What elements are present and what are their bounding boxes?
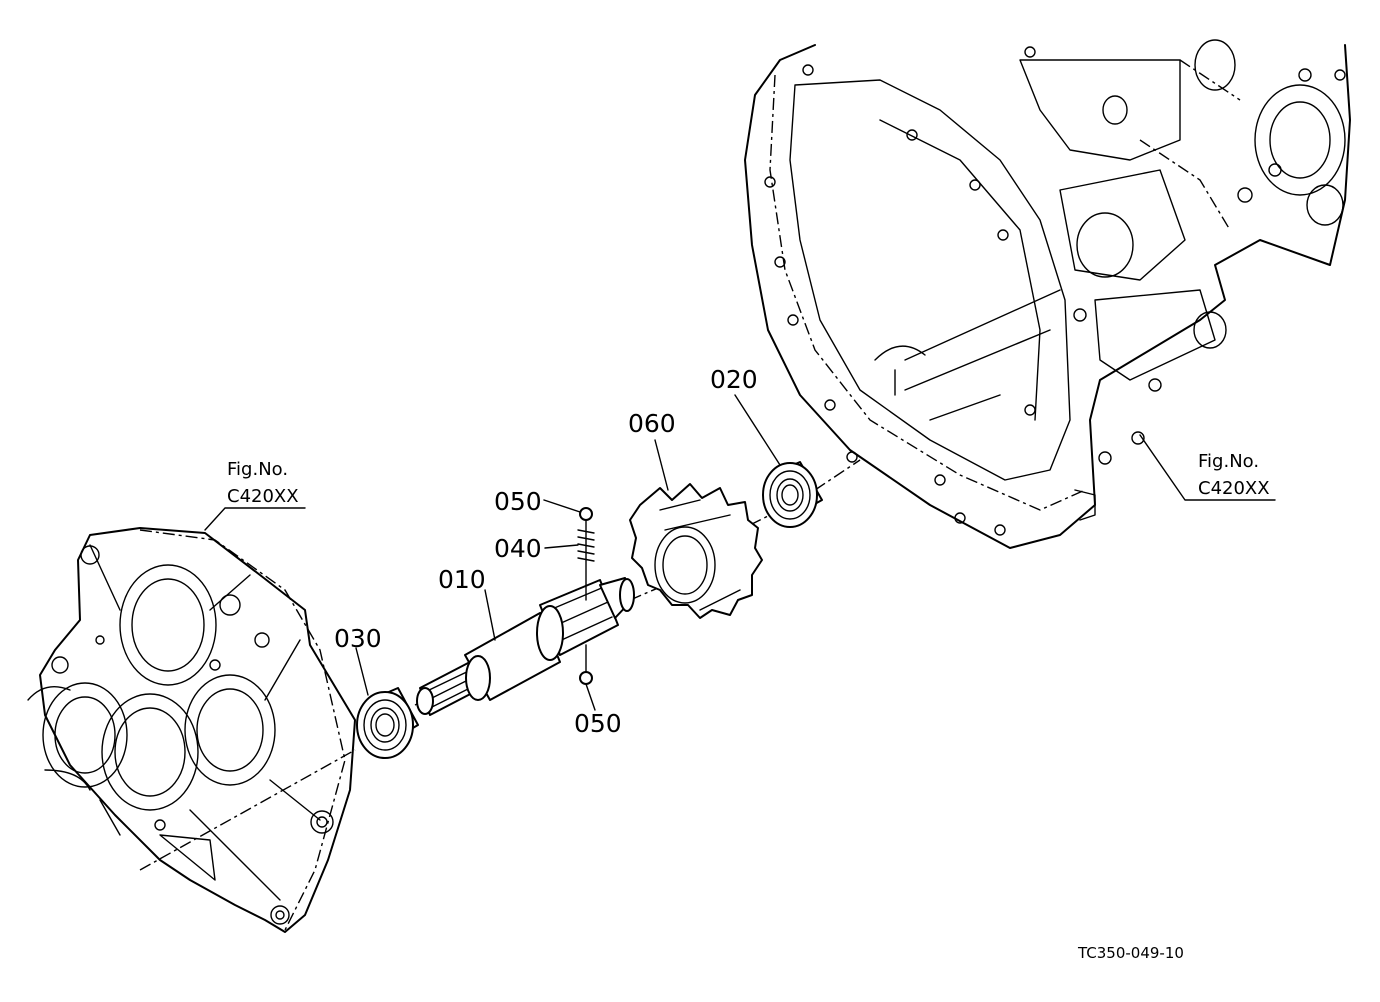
gear-case xyxy=(27,527,356,933)
ball-050-top xyxy=(579,507,593,521)
bearing-020 xyxy=(762,461,823,528)
fig-ref-right-line1: Fig.No. xyxy=(1198,451,1259,472)
gear-060 xyxy=(629,483,763,619)
transmission-case xyxy=(744,39,1351,549)
label-010: 010 xyxy=(438,565,486,594)
label-020: 020 xyxy=(710,365,758,394)
label-030: 030 xyxy=(334,624,382,653)
leader-fig-right xyxy=(1139,434,1276,501)
leader-060 xyxy=(654,439,669,491)
leader-030 xyxy=(355,647,369,696)
axis-line-left xyxy=(139,749,356,871)
leader-020 xyxy=(734,394,781,466)
bearing-030 xyxy=(356,687,419,759)
fig-ref-left-line2: C420XX xyxy=(227,486,299,507)
label-050-bottom: 050 xyxy=(574,709,622,738)
leader-010 xyxy=(484,589,496,641)
leader-lines xyxy=(204,394,1276,711)
label-050-top: 050 xyxy=(494,487,542,516)
leader-050-top xyxy=(543,499,581,513)
leader-040 xyxy=(544,544,579,549)
fig-ref-right-line2: C420XX xyxy=(1198,478,1270,499)
shaft-010 xyxy=(416,577,635,716)
leader-050-bottom xyxy=(585,683,596,711)
ball-050-bottom xyxy=(579,671,593,685)
leader-fig-left xyxy=(204,507,306,531)
label-060: 060 xyxy=(628,409,676,438)
fig-ref-left-line1: Fig.No. xyxy=(227,459,288,480)
label-040: 040 xyxy=(494,534,542,563)
detent-parts xyxy=(577,507,595,685)
drawing-code: TC350-049-10 xyxy=(1077,944,1184,962)
